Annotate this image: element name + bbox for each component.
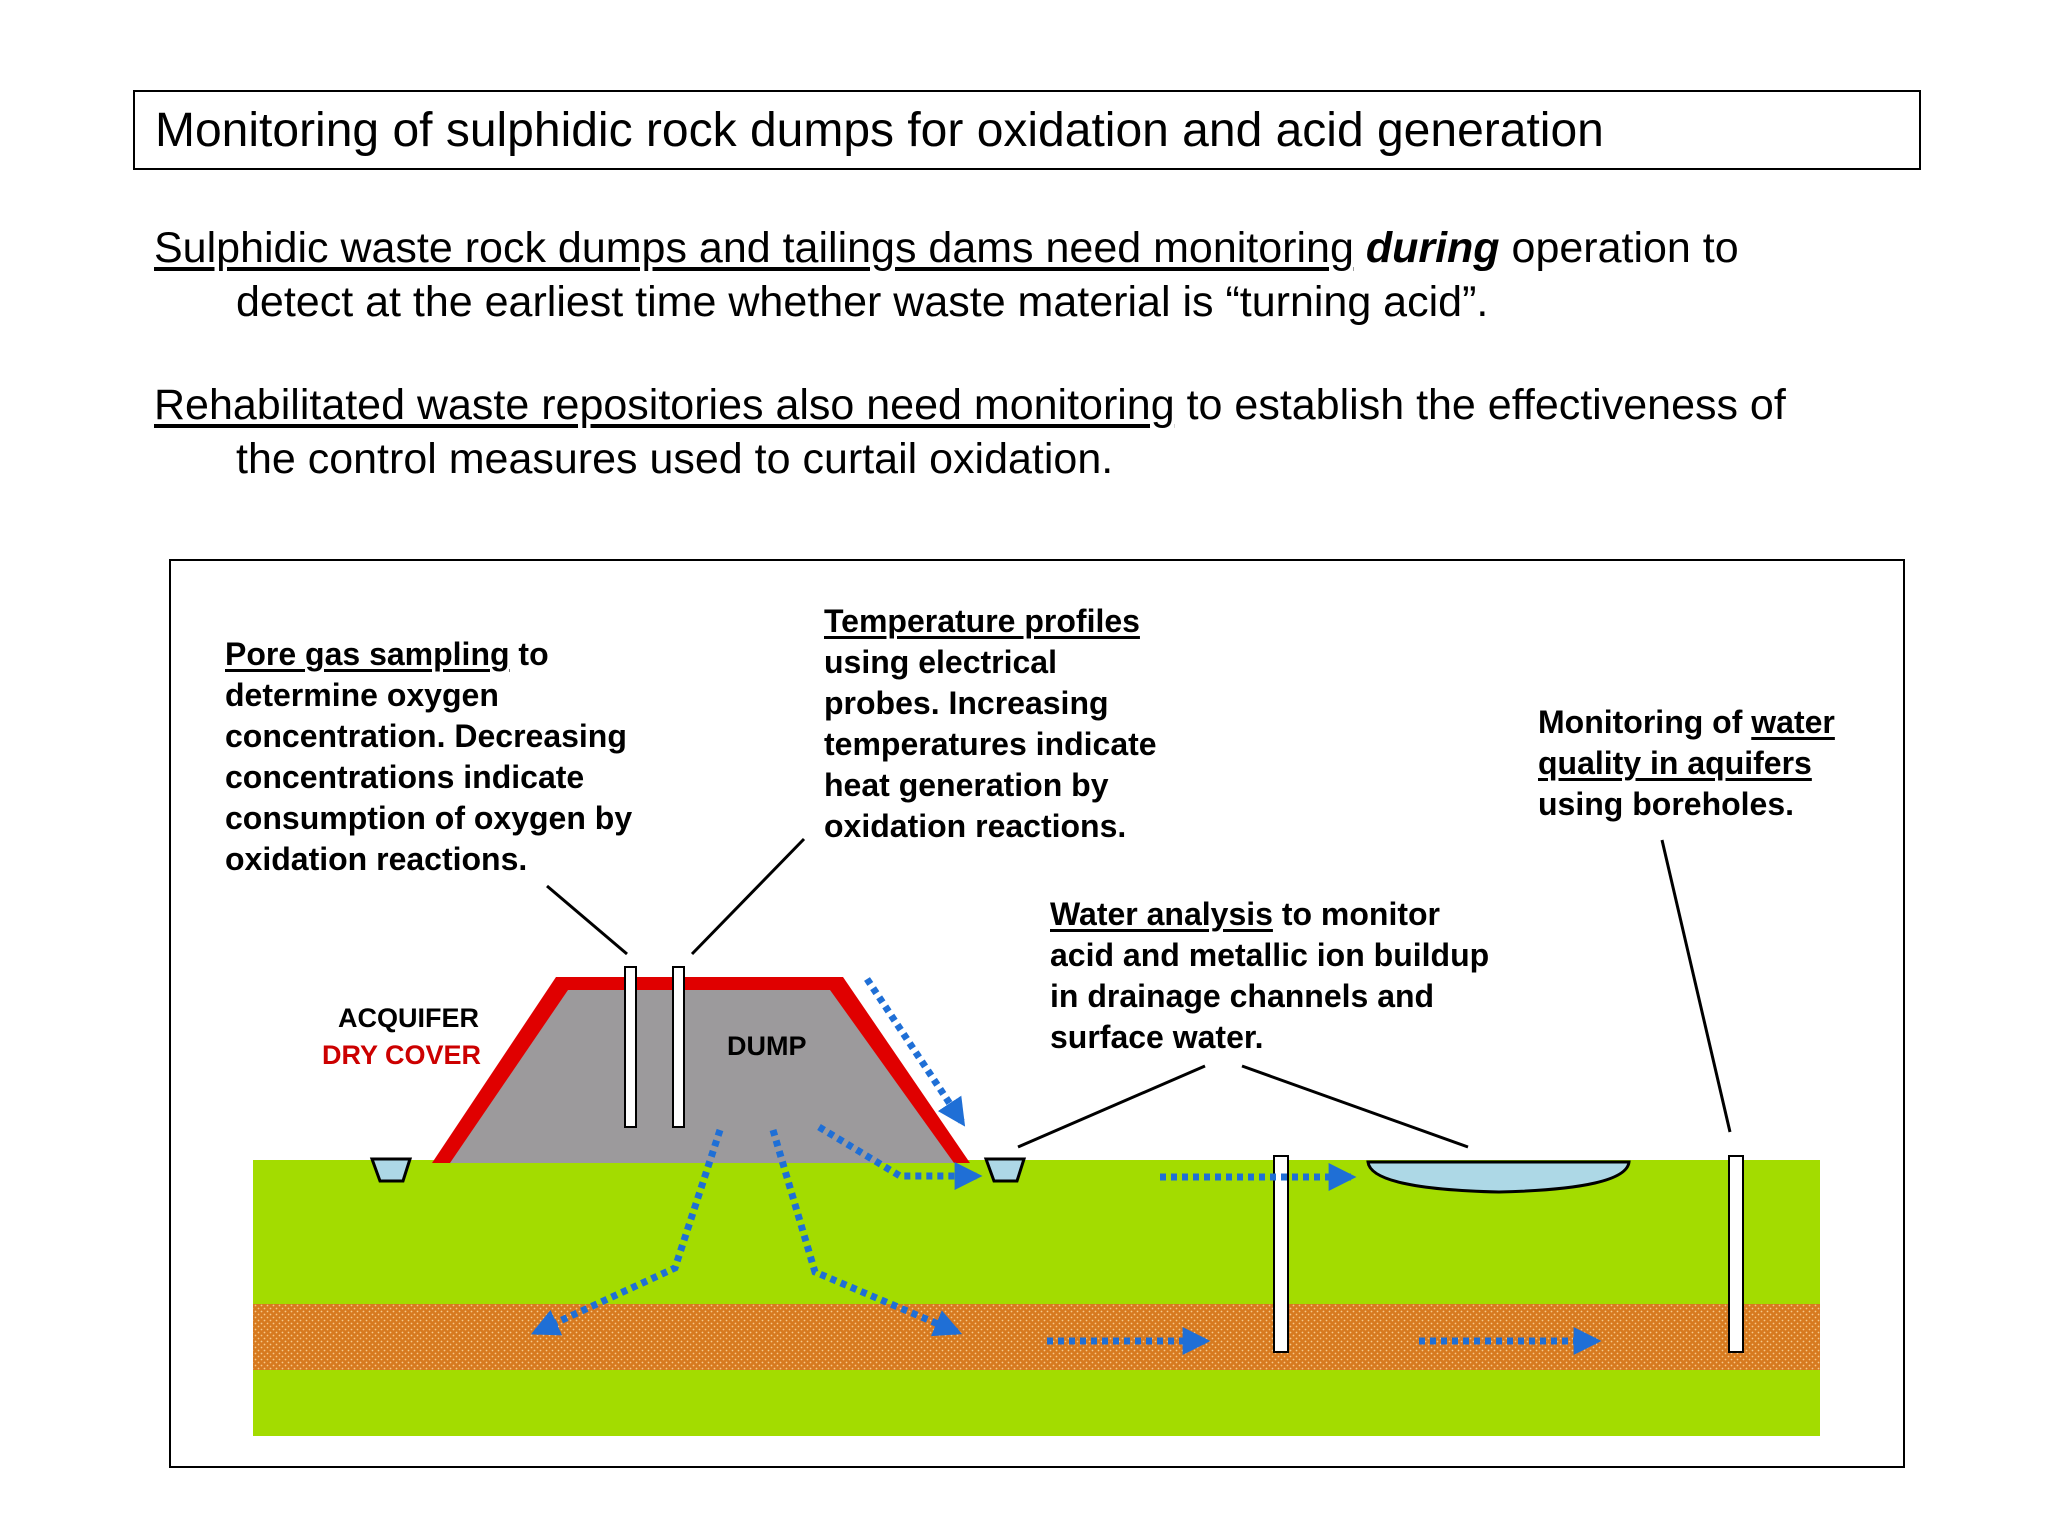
aquifer-monitoring-underlined-2: quality in aquifers [1538,745,1812,781]
pore-gas-label: Pore gas sampling to determine oxygen co… [225,634,632,880]
para2-underlined: Rehabilitated waste repositories also ne… [154,381,1175,429]
water-analysis-heading: Water analysis [1050,896,1273,932]
para1-rest: operation to [1499,224,1739,272]
aquifer-monitoring-underlined-1: water [1751,704,1835,740]
slide-title: Monitoring of sulphidic rock dumps for o… [133,90,1921,170]
aquifer-label: ACQUIFER [338,1003,479,1033]
dump-label: DUMP [727,1031,807,1061]
temperature-probe [672,966,685,1128]
flow-arrow-seepage-right [769,1129,963,1337]
water-analysis-line: in drainage channels and [1050,978,1435,1014]
para1-emphasis: during [1365,224,1500,272]
para1-line2: detect at the earliest time whether wast… [236,278,1489,326]
paragraph-rehabilitation-monitoring: Rehabilitated waste repositories also ne… [154,378,1954,486]
pore-gas-heading: Pore gas sampling [225,636,510,672]
pore-gas-line1-rest: to [509,636,549,672]
ground-lower [253,1370,1820,1436]
temperature-line: using electrical [824,644,1057,680]
pore-gas-line: concentrations indicate [225,759,585,795]
aquifer-monitoring-line3: using boreholes. [1538,786,1795,822]
aquifer-layer [253,1304,1820,1370]
temperature-heading: Temperature profiles [824,603,1140,639]
flow-arrow-seepage-channel [817,1124,983,1190]
temperature-line: oxidation reactions. [824,808,1127,844]
dry-cover-label: DRY COVER [322,1040,482,1070]
leader-water-channel [1017,1064,1206,1149]
surface-water-pond [1366,1160,1631,1194]
pore-gas-line: oxidation reactions. [225,841,528,877]
temperature-line: temperatures indicate [824,726,1157,762]
pore-gas-line: consumption of oxygen by [225,800,633,836]
water-analysis-line: acid and metallic ion buildup [1050,937,1490,973]
flow-arrows [530,977,1602,1355]
drainage-channel-right [983,1157,1027,1183]
leader-pore-gas [546,884,628,956]
para2-line2: the control measures used to curtail oxi… [236,435,1114,483]
dump-monitoring-diagram [253,837,1820,1436]
para1-underlined: Sulphidic waste rock dumps and tailings … [154,224,1354,272]
temperature-line: probes. Increasing [824,685,1109,721]
water-analysis-line1-rest: to monitor [1272,896,1440,932]
leader-temperature [690,837,806,956]
para2-rest: to establish the effectiveness of [1174,381,1786,429]
pore-gas-probe [624,966,637,1128]
paragraph-operation-monitoring: Sulphidic waste rock dumps and tailings … [154,221,1954,329]
drainage-channel-left [369,1157,413,1183]
borehole-middle [1273,1155,1289,1353]
dump-body [450,990,954,1163]
temperature-label: Temperature profiles using electrical pr… [824,601,1157,847]
diagram-frame: Pore gas sampling to determine oxygen co… [169,559,1905,1468]
leader-water-pond [1241,1064,1469,1149]
water-analysis-line: surface water. [1050,1019,1264,1055]
pore-gas-line: concentration. Decreasing [225,718,627,754]
flow-arrow-runoff [864,977,966,1127]
leader-borehole [1660,839,1732,1133]
pore-gas-line: determine oxygen [225,677,499,713]
water-analysis-label: Water analysis to monitor acid and metal… [1050,894,1489,1058]
aquifer-monitoring-line1: Monitoring of [1538,704,1752,740]
flow-arrow-seepage-left [530,1128,724,1336]
aquifer-monitoring-label: Monitoring of water quality in aquifers … [1538,702,1835,825]
borehole-right [1728,1155,1744,1353]
temperature-line: heat generation by [824,767,1109,803]
slide-title-text: Monitoring of sulphidic rock dumps for o… [155,103,1604,157]
